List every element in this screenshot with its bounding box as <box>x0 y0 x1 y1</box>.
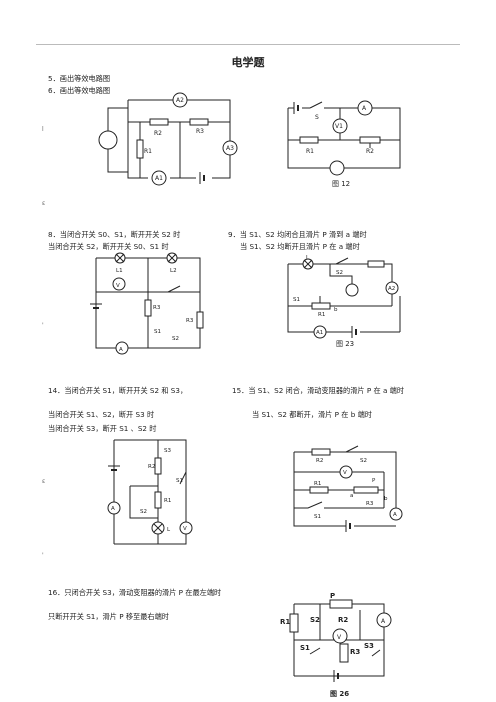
ammeter-a2-label: A2 <box>388 286 395 292</box>
lamp-l2-label: L2 <box>170 268 177 274</box>
r2-label: R2 <box>338 616 348 624</box>
question-8-line1: 8．当闭合开关 S0、S1，断开开关 S2 时 <box>48 230 181 239</box>
r1-label: R1 <box>280 618 290 626</box>
question-14-line1: 14．当闭合开关 S1，断开开关 S2 和 S3， <box>48 386 188 395</box>
slider-p-label: P <box>330 592 335 600</box>
ammeter-a2-label: A2 <box>176 97 184 104</box>
r3-label: R3 <box>366 501 374 507</box>
question-9-line1: 9．当 S1、S2 均闭合且滑片 P 滑到 a 端时 <box>228 230 367 239</box>
header-rule <box>36 44 460 45</box>
ammeter-a1-label: A1 <box>316 330 323 336</box>
r2-label: R2 <box>316 458 323 464</box>
margin-mark: ' <box>42 552 44 559</box>
question-16-line1: 16．只闭合开关 S3，滑动变阻器的滑片 P 在最左端时 <box>48 588 222 597</box>
r2-label: R2 <box>154 130 162 137</box>
s1-label: S1 <box>176 478 183 484</box>
r1-label: R1 <box>318 312 325 318</box>
question-14-line3: 当闭合开关 S3，断开 S1 、S2 时 <box>48 424 157 433</box>
r1-label: R1 <box>314 481 321 487</box>
slider-a-label: a <box>350 493 353 499</box>
r3-label: R3 <box>153 305 161 311</box>
margin-mark: l <box>42 126 44 133</box>
question-14-line2: 当闭合开关 S1、S2，断开 S3 时 <box>48 410 155 419</box>
s2-label: S2 <box>336 270 343 276</box>
ammeter-label: A <box>393 512 397 518</box>
ammeter-label: A <box>111 506 115 512</box>
question-6: 6．画出等效电路图 <box>48 86 111 95</box>
ammeter-label: A <box>381 618 386 625</box>
voltmeter-label: V <box>343 470 347 476</box>
slider-p-label: P <box>372 478 376 484</box>
voltmeter-label: V <box>183 526 187 532</box>
s1-label: S1 <box>300 644 310 652</box>
s2-label: S2 <box>172 336 179 342</box>
s1-label: S1 <box>314 514 321 520</box>
r3-label: R3 <box>350 648 360 656</box>
r3-label: R3 <box>196 128 204 135</box>
r1-label: R1 <box>164 498 171 504</box>
r1-label: R1 <box>306 148 314 155</box>
s2-label: S2 <box>310 616 320 624</box>
question-16-line2: 只断开开关 S1，滑片 P 移至最右端时 <box>48 612 169 621</box>
slider-b-label: b <box>334 307 338 313</box>
s2-label: S2 <box>360 458 367 464</box>
margin-mark: ε <box>42 478 46 485</box>
margin-mark: ' <box>42 322 44 329</box>
s2-label: S2 <box>140 509 147 515</box>
voltmeter-v1-label: V1 <box>335 123 343 130</box>
switch-s-label: S <box>315 114 319 121</box>
ammeter-a3-label: A3 <box>226 145 234 152</box>
r2-label: R2 <box>148 464 155 470</box>
ammeter-a1-label: A1 <box>155 175 163 182</box>
s1-label: S1 <box>154 329 161 335</box>
r4-label: R3 <box>186 318 194 324</box>
voltmeter-label: V <box>337 634 342 641</box>
margin-mark: ε <box>42 200 46 207</box>
s3-label: S3 <box>364 642 374 650</box>
question-8-line2: 当闭合开关 S2，断开开关 S0、S1 时 <box>48 242 169 251</box>
figure-23-caption: 图 23 <box>336 340 354 348</box>
slider-b-label: b <box>384 496 388 502</box>
question-15-line2: 当 S1、S2 都断开，滑片 P 在 b 端时 <box>252 410 372 419</box>
question-15-line1: 15．当 S1、S2 闭合，滑动变阻器的滑片 P 在 a 端时 <box>232 386 405 395</box>
s1-label: S1 <box>293 297 300 303</box>
r1-label: R1 <box>144 148 152 155</box>
figure-26-caption: 图 26 <box>330 689 349 698</box>
question-5: 5．画出等效电路图 <box>48 74 111 83</box>
question-9-line2: 当 S1、S2 均断开且滑片 P 在 a 端时 <box>240 242 360 251</box>
r2-label: R2 <box>366 148 374 155</box>
lamp-l-label: L <box>306 255 310 261</box>
s3-label: S3 <box>164 448 171 454</box>
ammeter-a-label: A <box>362 105 367 112</box>
page-title: 电学题 <box>231 56 265 69</box>
figure-12-caption: 图 12 <box>332 180 350 188</box>
voltmeter-label: V <box>116 283 120 289</box>
lamp-l1-label: L1 <box>116 268 123 274</box>
ammeter-label: A <box>119 347 123 353</box>
lamp-l-label: L <box>167 527 171 533</box>
